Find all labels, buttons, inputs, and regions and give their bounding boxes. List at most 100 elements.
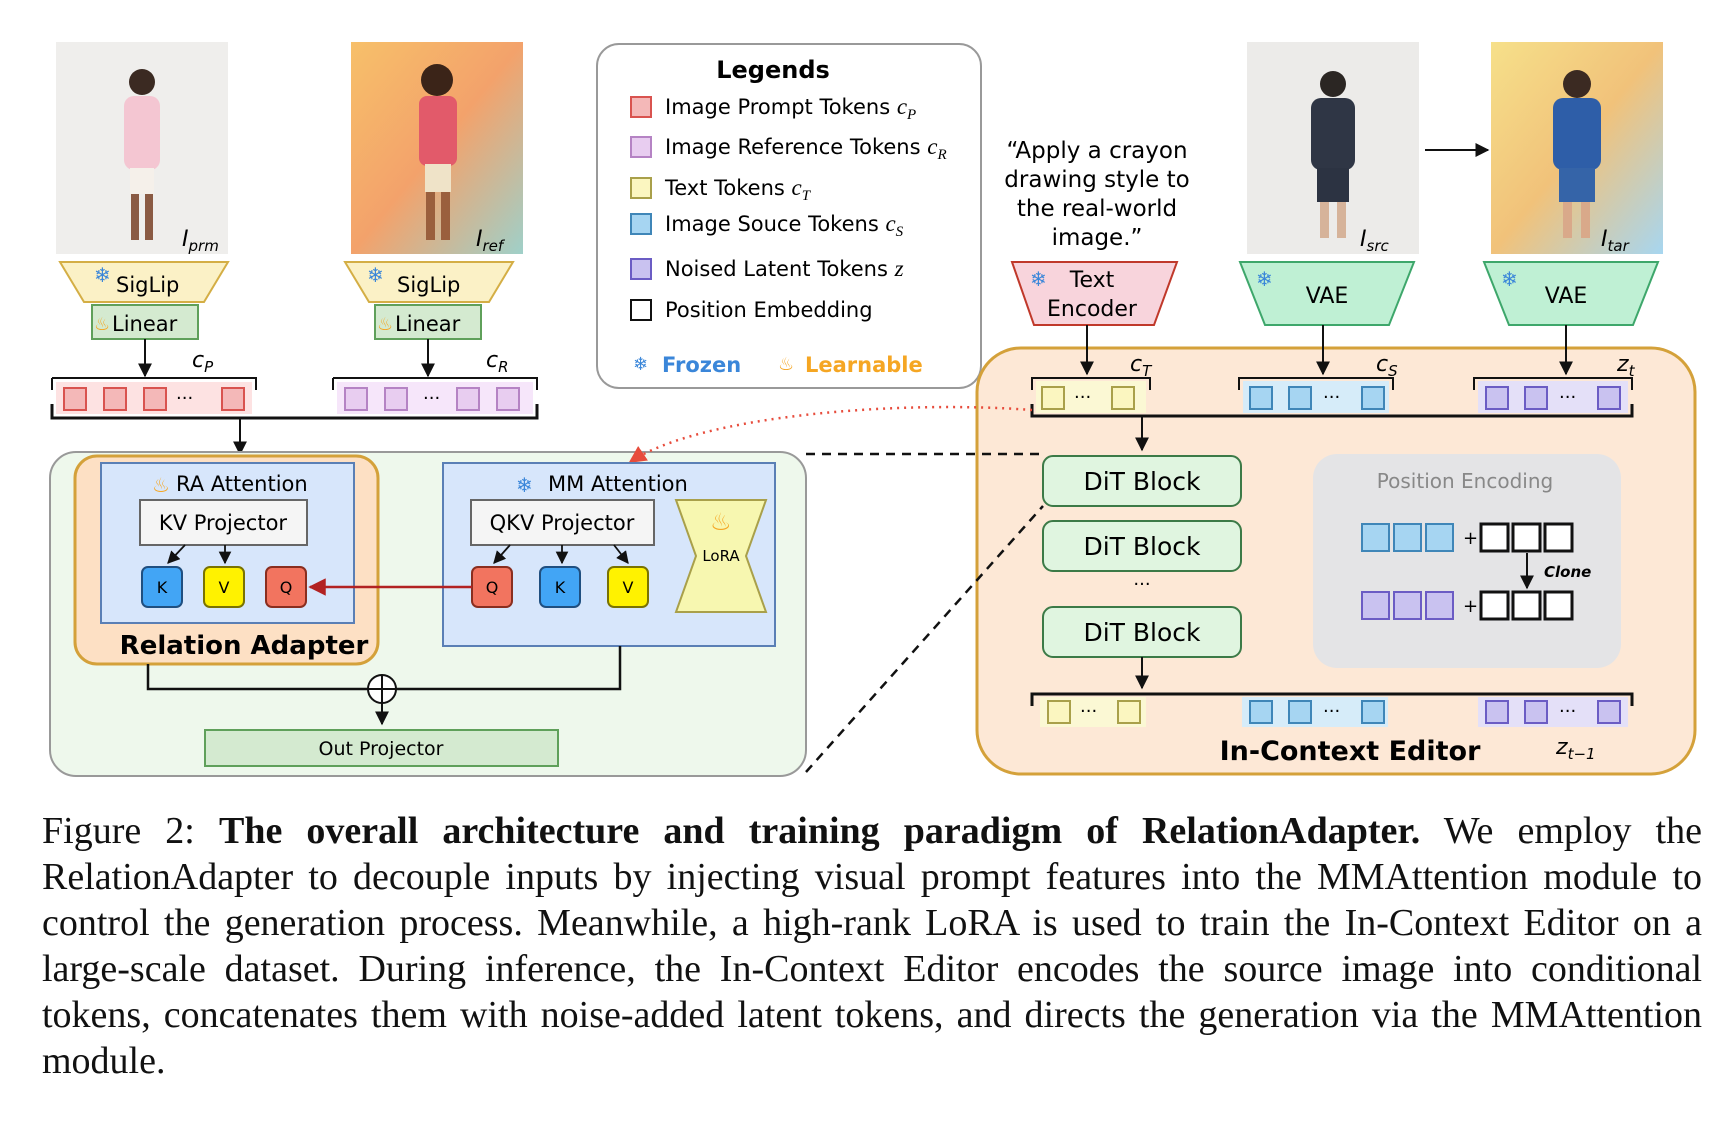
- source-token-row: ··· cS: [1238, 352, 1398, 413]
- output-latent-tokens: ···: [1478, 697, 1628, 727]
- prompt-image: Iprm: [56, 42, 228, 255]
- caption-body: We employ the RelationAdapter to decoupl…: [42, 810, 1702, 1082]
- snowflake-icon: ❄: [1256, 267, 1273, 291]
- lora-label: LoRA: [702, 547, 740, 565]
- svg-text:···: ···: [1559, 387, 1576, 408]
- in-context-editor-title: In-Context Editor: [1220, 736, 1481, 767]
- svg-text:V: V: [623, 578, 634, 597]
- instruction-text: “Apply a crayon drawing style to the rea…: [1004, 138, 1189, 251]
- legend-frozen: Frozen: [662, 353, 741, 377]
- legend-item: Text Tokens cT: [664, 175, 812, 204]
- cp-label: cP: [192, 348, 214, 376]
- caption-prefix: Figure 2:: [42, 810, 219, 852]
- source-image-label: Isrc: [1360, 227, 1389, 255]
- svg-text:“Apply a crayon: “Apply a crayon: [1006, 138, 1187, 164]
- legend-swatch: [630, 177, 652, 199]
- snowflake-icon: ❄: [367, 263, 384, 287]
- dit-block: DiT Block: [1042, 606, 1242, 658]
- reference-image: Iref: [351, 42, 523, 255]
- prompt-token-row: ··· cP: [51, 348, 257, 414]
- relation-adapter-title: Relation Adapter: [120, 631, 369, 661]
- reference-image-label: Iref: [476, 227, 506, 255]
- legend-swatch: [630, 213, 652, 235]
- svg-text:···: ···: [176, 388, 193, 409]
- zt-label: zt: [1616, 352, 1636, 380]
- text-encoder: ❄ Text Encoder: [1010, 261, 1179, 326]
- zoom-line-bottom: [805, 505, 1044, 773]
- output-text-tokens: ···: [1040, 697, 1146, 727]
- vae-target: ❄ VAE: [1482, 261, 1660, 326]
- svg-text:···: ···: [1323, 387, 1340, 408]
- snowflake-icon: ❄: [516, 473, 533, 497]
- zt-minus-1-label: zt−1: [1555, 735, 1596, 763]
- caption-title: The overall architecture and training pa…: [218, 810, 1421, 852]
- svg-text:K: K: [157, 578, 168, 597]
- legend-item: Image Souce Tokens cS: [665, 211, 904, 240]
- out-projector: Out Projector: [204, 729, 559, 767]
- flame-icon: ♨: [152, 473, 170, 497]
- legend-item: Image Prompt Tokens cP: [665, 94, 916, 123]
- svg-text:DiT Block: DiT Block: [1083, 532, 1201, 561]
- svg-text:the real-world: the real-world: [1017, 196, 1177, 222]
- svg-text:···: ···: [423, 388, 440, 409]
- svg-text:Out Projector: Out Projector: [319, 738, 444, 760]
- text-token-to-mm-attention: [628, 405, 1033, 464]
- kv-projector-label: KV Projector: [159, 511, 288, 535]
- siglip-encoder-prompt: ❄ SigLip ♨ Linear: [58, 261, 230, 340]
- svg-text:···: ···: [1080, 701, 1097, 722]
- svg-text:SigLip: SigLip: [116, 273, 179, 297]
- architecture-diagram: Iprm Iref Isrc Itar ❄ SigLip ♨ Linear: [49, 42, 1697, 777]
- legend-swatch: [630, 136, 652, 158]
- position-encoding-title: Position Encoding: [1377, 469, 1553, 493]
- svg-text:Text: Text: [1069, 268, 1115, 293]
- legend-swatch: [630, 96, 652, 118]
- output-source-tokens: ···: [1242, 697, 1388, 727]
- mm-attention-label: MM Attention: [548, 472, 688, 496]
- siglip-encoder-reference: ❄ SigLip ♨ Linear: [343, 261, 515, 340]
- legend-title: Legends: [716, 56, 830, 84]
- dit-block: DiT Block: [1042, 520, 1242, 572]
- snowflake-icon: ❄: [1030, 267, 1047, 291]
- snowflake-icon: ❄: [633, 354, 648, 375]
- svg-text:···: ···: [1559, 701, 1576, 722]
- clone-label: Clone: [1544, 563, 1591, 581]
- legend-swatch: [630, 299, 652, 321]
- svg-text:drawing style to: drawing style to: [1004, 167, 1189, 193]
- flame-icon: ♨: [778, 354, 794, 375]
- legend-swatch: [630, 258, 652, 280]
- svg-text:Linear: Linear: [112, 312, 178, 336]
- lora-hourglass: [674, 499, 768, 613]
- legend-learnable: Learnable: [805, 353, 923, 377]
- svg-text:···: ···: [1074, 387, 1091, 408]
- concat-bracket: [50, 404, 539, 420]
- svg-text:VAE: VAE: [1545, 284, 1588, 309]
- ra-attention-label: RA Attention: [176, 472, 308, 496]
- flame-icon: ♨: [377, 314, 393, 335]
- svg-text:V: V: [219, 578, 230, 597]
- dit-ellipsis: ···: [1133, 574, 1150, 595]
- svg-text:Q: Q: [280, 578, 293, 597]
- svg-text:SigLip: SigLip: [397, 273, 460, 297]
- svg-text:Q: Q: [486, 578, 499, 597]
- reference-token-row: ··· cR: [332, 348, 538, 414]
- cr-label: cR: [486, 348, 509, 376]
- qkv-projector-label: QKV Projector: [490, 511, 635, 535]
- snowflake-icon: ❄: [1501, 267, 1518, 291]
- svg-text:···: ···: [1323, 701, 1340, 722]
- target-image: Itar: [1491, 42, 1663, 255]
- svg-text:+: +: [1463, 596, 1478, 617]
- figure-caption: Figure 2: The overall architecture and t…: [42, 808, 1702, 1084]
- svg-text:Encoder: Encoder: [1047, 297, 1138, 322]
- snowflake-icon: ❄: [94, 263, 111, 287]
- relation-adapter: ♨ RA Attention KV Projector K V Q Relati…: [73, 454, 380, 666]
- legend-item: Image Reference Tokens cR: [665, 134, 947, 163]
- ct-label: cT: [1130, 352, 1153, 380]
- flame-icon: ♨: [710, 508, 732, 536]
- legend-box: Legends Image Prompt Tokens cP Image Refe…: [596, 43, 982, 389]
- svg-text:DiT Block: DiT Block: [1083, 618, 1201, 647]
- svg-text:VAE: VAE: [1306, 284, 1349, 309]
- source-image: Isrc: [1247, 42, 1419, 255]
- svg-text:DiT Block: DiT Block: [1083, 467, 1201, 496]
- vae-source: ❄ VAE: [1238, 261, 1416, 326]
- svg-text:+: +: [1463, 528, 1478, 549]
